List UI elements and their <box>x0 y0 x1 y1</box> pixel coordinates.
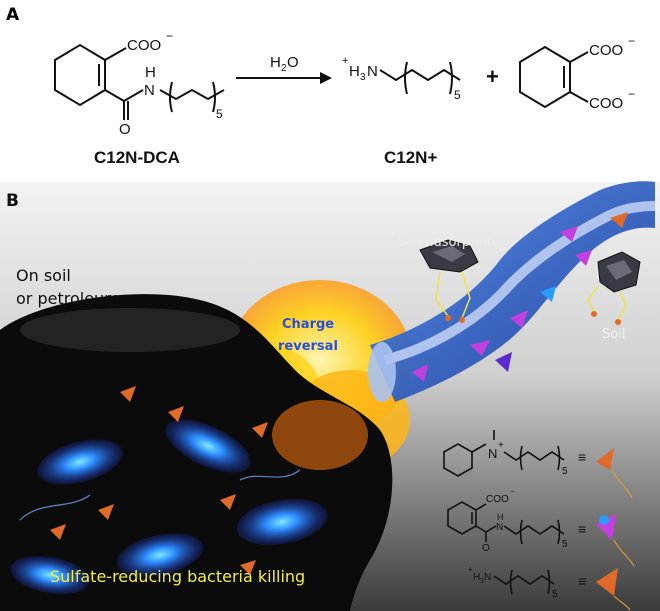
dicarboxylate-bottom: COO <box>589 95 623 112</box>
reactant-ring <box>54 43 106 107</box>
legend-row2-head <box>599 515 609 525</box>
legend-row2-o: O <box>482 543 490 554</box>
reactant-name: C12N-DCA <box>94 148 180 167</box>
legend-row2-charge: − <box>510 487 515 496</box>
bacteria-killing-label: Sulfate-reducing bacteria killing <box>50 567 305 586</box>
reactant-charge: − <box>166 29 173 43</box>
panel-a: A COO − N H O 5 C12N-DCA H 2 O + <box>6 5 635 167</box>
dicarboxylate-top: COO <box>589 42 623 59</box>
soil-adsorption-label: Soil adsorption <box>398 235 495 250</box>
product-amine-n: N <box>367 63 378 80</box>
legend: N + 5 ≡ COO − N H O 5 ≡ <box>443 430 635 611</box>
adsorption-connectors <box>435 271 627 321</box>
legend-row2-h: H <box>497 512 504 522</box>
charge-label-line2: reversal <box>278 339 338 354</box>
legend-row2-repeat: 5 <box>562 539 568 550</box>
reactant-carboxylate-bond <box>104 47 127 61</box>
legend-row1-charge: + <box>498 440 504 451</box>
dicarboxylate-bottom-charge: − <box>628 87 635 101</box>
reactant-amide-n: N <box>144 82 155 99</box>
product-amine-sub: 3 <box>360 72 366 83</box>
legend-row3-charge: + <box>468 565 473 574</box>
legend-row1-repeat: 5 <box>562 466 568 477</box>
reactant-carbonyl-o: O <box>119 121 131 138</box>
product-amine-chain <box>379 61 461 95</box>
surface-label-line1: On soil <box>16 266 71 285</box>
plus-sign: + <box>486 64 499 89</box>
soil-particle-2 <box>597 251 641 293</box>
legend-row3-tail <box>613 595 631 611</box>
interface-glow <box>272 400 368 470</box>
panel-b: B <box>0 181 660 611</box>
tube-cones <box>412 212 628 382</box>
reagent-sub: 2 <box>281 63 287 74</box>
legend-row1-tail <box>611 469 633 499</box>
surface-label-line2: or petroleum <box>16 289 120 308</box>
bacteria-cones <box>50 386 268 575</box>
legend-row3-repeat: 5 <box>552 589 558 600</box>
adsorption-beads <box>445 311 621 325</box>
legend-row-2 <box>447 501 565 545</box>
legend-row2-cone <box>596 514 616 540</box>
reaction-arrow <box>236 72 332 84</box>
reactant-repeat-count: 5 <box>216 107 223 121</box>
legend-row1-n: N <box>488 446 497 461</box>
legend-row3-sub: 3 <box>480 578 484 585</box>
reactant-repeat-bracket-right <box>212 81 216 113</box>
legend-row3-cone <box>596 568 618 596</box>
reactant-carboxylate-label: COO <box>127 37 161 54</box>
charge-label-line1: Charge <box>282 317 334 332</box>
legend-row2-tail <box>613 539 635 567</box>
reactant-structure <box>54 43 225 120</box>
legend-row3-equiv: ≡ <box>578 573 586 589</box>
soil-particle-1 <box>419 239 479 273</box>
reactant-repeat-bracket-left <box>169 81 173 113</box>
bacteria-group <box>10 419 328 595</box>
legend-row-3 <box>493 569 555 595</box>
reactant-n-bond <box>123 89 144 102</box>
product-amine-h: H <box>349 63 360 80</box>
legend-row1-cone <box>596 448 614 470</box>
legend-row2-equiv: ≡ <box>578 521 586 537</box>
legend-row-1 <box>443 430 565 477</box>
legend-row2-n: N <box>496 522 503 533</box>
legend-row3-h: H <box>473 572 480 583</box>
reactant-amide-h: H <box>145 64 156 81</box>
legend-row2-group: COO <box>486 494 509 505</box>
product-name: C12N+ <box>384 148 437 167</box>
product-amine-charge: + <box>342 55 348 67</box>
product-amine-repeat: 5 <box>454 88 461 102</box>
legend-row3-n: N <box>484 572 491 583</box>
product-dicarboxylate <box>519 45 589 109</box>
reagent-h: H <box>270 54 281 71</box>
soil-label: Soil <box>602 327 625 342</box>
droplet-highlight <box>20 308 240 352</box>
panel-a-letter: A <box>6 5 20 25</box>
reagent-o: O <box>287 54 299 71</box>
reactant-amide-bond <box>104 89 125 102</box>
legend-row1-equiv: ≡ <box>578 449 586 465</box>
panel-b-letter: B <box>6 191 19 211</box>
soil-pore-tube <box>368 181 656 402</box>
dicarboxylate-top-charge: − <box>628 34 635 48</box>
